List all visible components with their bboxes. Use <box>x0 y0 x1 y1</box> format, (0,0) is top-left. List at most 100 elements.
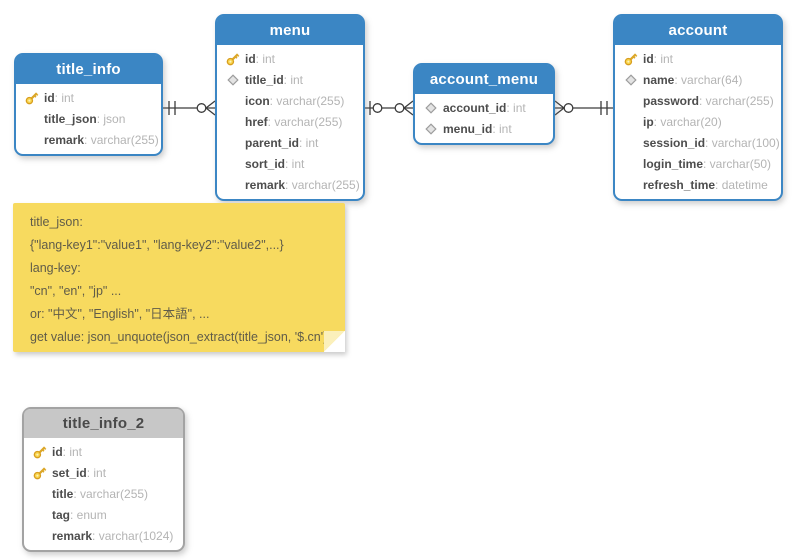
field-type: : int <box>62 444 83 459</box>
sticky-note-line: get value: json_unquote(json_extract(tit… <box>30 330 328 344</box>
field-title_info_2-title[interactable]: title: varchar(255) <box>24 483 183 504</box>
foreign-key-diamond-icon <box>422 122 440 135</box>
field-menu-remark[interactable]: remark: varchar(255) <box>217 174 363 195</box>
field-name: menu_id <box>443 121 493 136</box>
connector-menu-account_menu[interactable] <box>365 100 414 116</box>
primary-key-icon <box>224 52 242 66</box>
field-type: : varchar(50) <box>703 156 772 171</box>
field-name: remark <box>44 132 85 147</box>
field-account-id[interactable]: id: int <box>615 48 781 69</box>
field-name: session_id <box>643 135 706 150</box>
field-name: title_id <box>245 72 284 87</box>
field-name: remark <box>245 177 286 192</box>
primary-key-icon <box>622 52 640 66</box>
field-name: title <box>52 486 74 501</box>
field-name: login_time <box>643 156 704 171</box>
field-title_info_2-remark[interactable]: remark: varchar(1024) <box>24 525 183 546</box>
sticky-note[interactable]: title_json: {"lang-key1":"value1", "lang-… <box>13 203 345 352</box>
field-type: : int <box>285 156 305 171</box>
table-title-title_info_2[interactable]: title_info_2 <box>24 409 183 438</box>
sticky-note-line: or: "中文", "English", "日本語", ... <box>30 307 210 321</box>
field-type: : json <box>96 111 126 126</box>
field-name: remark <box>52 528 93 543</box>
field-type: : datetime <box>715 177 768 192</box>
foreign-key-diamond-icon <box>224 73 242 86</box>
field-account-password[interactable]: password: varchar(255) <box>615 90 781 111</box>
field-type: : varchar(100) <box>705 135 780 150</box>
table-title-account[interactable]: account <box>615 16 781 45</box>
field-title_info-id[interactable]: id: int <box>16 87 161 108</box>
field-name: title_json <box>44 111 97 126</box>
primary-key-icon <box>23 91 41 105</box>
foreign-key-diamond-icon <box>422 101 440 114</box>
field-menu-parent_id[interactable]: parent_id: int <box>217 132 363 153</box>
field-menu-id[interactable]: id: int <box>217 48 363 69</box>
field-name: sort_id <box>245 156 286 171</box>
primary-key-icon <box>31 445 49 459</box>
field-type: : varchar(255) <box>84 132 159 147</box>
connector-account_menu-account[interactable] <box>554 100 613 116</box>
field-account-ip[interactable]: ip: varchar(20) <box>615 111 781 132</box>
sticky-note-line: title_json: <box>30 215 83 229</box>
field-type: : int <box>653 51 674 66</box>
field-type: : varchar(255) <box>285 177 360 192</box>
field-title_info-title_json[interactable]: title_json: json <box>16 108 161 129</box>
field-title_info_2-tag[interactable]: tag: enum <box>24 504 183 525</box>
field-account-session_id[interactable]: session_id: varchar(100) <box>615 132 781 153</box>
field-title_info_2-id[interactable]: id: int <box>24 441 183 462</box>
table-title-account_menu[interactable]: account_menu <box>415 65 553 94</box>
field-menu-title_id[interactable]: title_id: int <box>217 69 363 90</box>
field-menu-href[interactable]: href: varchar(255) <box>217 111 363 132</box>
sticky-note-line: "cn", "en", "jp" ... <box>30 284 122 298</box>
field-menu-icon[interactable]: icon: varchar(255) <box>217 90 363 111</box>
field-name: password <box>643 93 700 108</box>
field-type: : int <box>54 90 75 105</box>
table-title-menu[interactable]: menu <box>217 16 363 45</box>
field-type: : varchar(255) <box>73 486 149 501</box>
note-folded-corner <box>324 331 345 352</box>
connector-title_info-menu[interactable] <box>163 100 216 116</box>
field-type: : int <box>492 121 512 136</box>
field-account_menu-menu_id[interactable]: menu_id: int <box>415 118 553 139</box>
field-type: : varchar(255) <box>269 93 345 108</box>
sticky-note-line: {"lang-key1":"value1", "lang-key2":"valu… <box>30 238 284 252</box>
field-account-refresh_time[interactable]: refresh_time: datetime <box>615 174 781 195</box>
field-type: : int <box>255 51 276 66</box>
field-name: id <box>245 51 256 66</box>
field-title_info_2-set_id[interactable]: set_id: int <box>24 462 183 483</box>
foreign-key-diamond-icon <box>622 73 640 86</box>
field-account-name[interactable]: name: varchar(64) <box>615 69 781 90</box>
field-account_menu-account_id[interactable]: account_id: int <box>415 97 553 118</box>
field-type: : varchar(255) <box>267 114 343 129</box>
field-title_info-remark[interactable]: remark: varchar(255) <box>16 129 161 150</box>
field-name: id <box>643 51 654 66</box>
field-name: href <box>245 114 268 129</box>
field-name: icon <box>245 93 270 108</box>
field-name: id <box>52 444 63 459</box>
field-name: set_id <box>52 465 87 480</box>
field-type: : enum <box>70 507 107 522</box>
field-account-login_time[interactable]: login_time: varchar(50) <box>615 153 781 174</box>
field-name: refresh_time <box>643 177 716 192</box>
field-name: ip <box>643 114 654 129</box>
field-type: : varchar(255) <box>699 93 774 108</box>
field-menu-sort_id[interactable]: sort_id: int <box>217 153 363 174</box>
primary-key-icon <box>31 466 49 480</box>
field-type: : varchar(20) <box>653 114 722 129</box>
table-title-title_info[interactable]: title_info <box>16 55 161 84</box>
field-type: : int <box>86 465 107 480</box>
field-name: parent_id <box>245 135 300 150</box>
field-type: : int <box>283 72 304 87</box>
